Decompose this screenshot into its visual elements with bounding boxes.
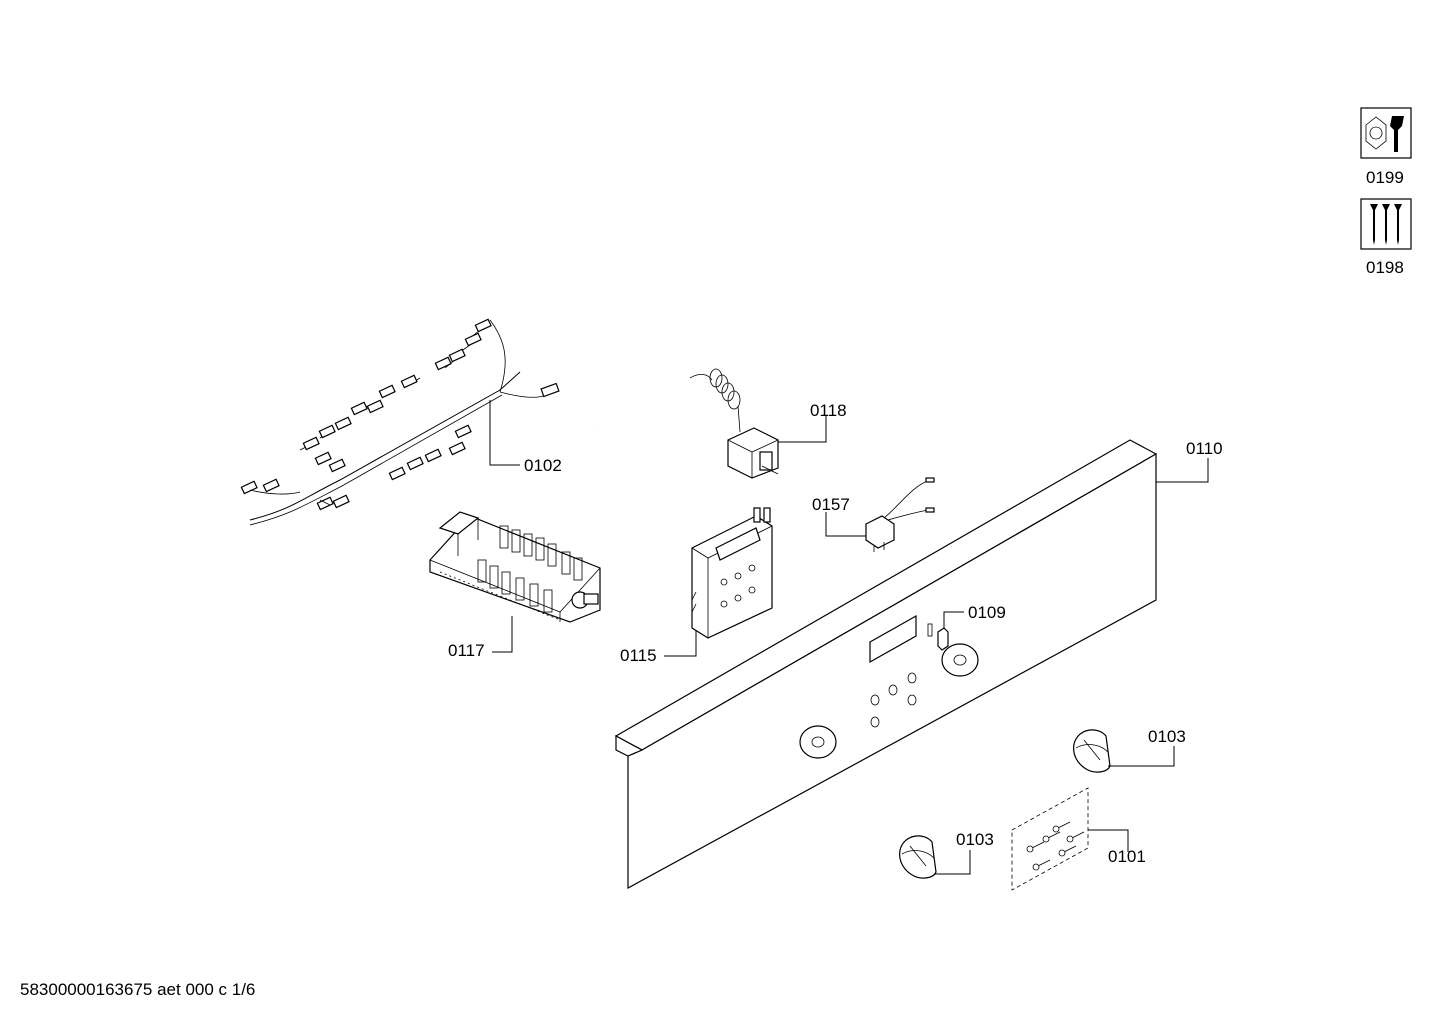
label-0117: 0117 <box>448 641 485 660</box>
label-0199: 0199 <box>1366 168 1404 187</box>
switch-part <box>865 477 935 552</box>
label-0110: 0110 <box>1186 439 1223 458</box>
selector-switch-part <box>429 511 601 623</box>
control-module-part <box>691 507 773 639</box>
label-0115: 0115 <box>620 646 657 665</box>
tool-wrench-icon <box>1360 107 1412 159</box>
screw-set-part <box>1011 787 1089 891</box>
label-0103-upper: 0103 <box>1148 727 1186 746</box>
label-0101: 0101 <box>1108 847 1146 866</box>
knob-lower-part <box>899 835 937 879</box>
indicator-part <box>937 627 949 651</box>
label-0157: 0157 <box>812 495 850 514</box>
document-footer: 58300000163675 aet 000 c 1/6 <box>20 980 256 999</box>
wire-harness-part <box>240 318 560 526</box>
screws-icon <box>1360 198 1412 250</box>
label-0102: 0102 <box>524 456 562 475</box>
label-0198: 0198 <box>1366 258 1404 277</box>
label-0109: 0109 <box>968 603 1006 622</box>
label-0103-lower: 0103 <box>956 830 994 849</box>
knob-upper-part <box>1073 729 1111 773</box>
control-panel-fascia-part <box>614 439 1158 890</box>
thermostat-part <box>597 368 779 479</box>
label-0118: 0118 <box>810 401 847 420</box>
